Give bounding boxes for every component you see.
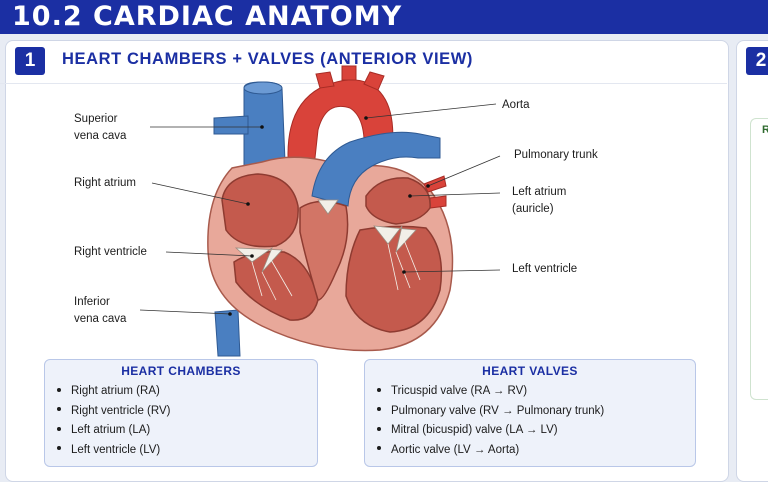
label-right-ventricle: Right ventricle	[74, 246, 147, 258]
heart-valves-box: HEART VALVES Tricuspid valve (RA → RV) P…	[364, 359, 696, 467]
section-title: HEART CHAMBERS + VALVES (ANTERIOR VIEW)	[62, 50, 474, 68]
bullet-icon	[57, 426, 61, 431]
label-left-ventricle: Left ventricle	[512, 263, 578, 275]
tricuspid-valve	[234, 246, 283, 273]
pulmonary-trunk	[311, 131, 441, 207]
leader-lines	[139, 103, 501, 315]
list-item: Mitral (bicuspid) valve (LA → LV)	[375, 421, 604, 441]
next-section-number-badge: 2	[746, 47, 768, 75]
bullet-icon	[377, 407, 381, 412]
inferior-vena-cava	[214, 309, 241, 357]
pulmonary-valve	[317, 199, 339, 215]
label-inferior-vena-cava-2: vena cava	[74, 313, 127, 325]
heart-chambers-title: HEART CHAMBERS	[121, 364, 241, 378]
bullet-icon	[57, 446, 61, 451]
pulmonary-vein-2	[429, 195, 447, 209]
left-atrium-cavity	[365, 177, 431, 225]
chordae-tendineae	[251, 239, 421, 301]
mitral-valve	[373, 225, 417, 254]
bullet-icon	[377, 387, 381, 392]
heart-valves-title: HEART VALVES	[482, 364, 578, 378]
leader-dots	[228, 116, 430, 316]
heart-chambers-list: Right atrium (RA) Right ventricle (RV) L…	[55, 382, 171, 460]
heart-chambers-box: HEART CHAMBERS Right atrium (RA) Right v…	[44, 359, 318, 467]
label-left-atrium-1: Left atrium	[512, 186, 567, 198]
pulmonary-vein	[423, 175, 447, 193]
page-title: 10.2 CARDIAC ANATOMY	[12, 1, 403, 32]
list-item: Pulmonary valve (RV → Pulmonary trunk)	[375, 402, 604, 422]
label-aorta: Aorta	[502, 99, 530, 111]
next-section-card	[750, 118, 768, 400]
svc-branch	[213, 115, 249, 135]
aorta-branch-1	[315, 71, 335, 89]
page-header: 10.2 CARDIAC ANATOMY	[0, 0, 768, 34]
heart-valves-list: Tricuspid valve (RA → RV) Pulmonary valv…	[375, 382, 604, 460]
label-superior-vena-cava-1: Superior	[74, 113, 118, 125]
bullet-icon	[57, 387, 61, 392]
right-atrium-cavity	[221, 173, 299, 248]
aorta-branch-3	[363, 71, 385, 91]
svc-opening	[243, 81, 283, 95]
left-ventricle-cavity	[345, 225, 443, 333]
bullet-icon	[377, 426, 381, 431]
list-item: Left atrium (LA)	[55, 421, 171, 441]
bullet-icon	[377, 446, 381, 451]
list-item: Aortic valve (LV → Aorta)	[375, 441, 604, 461]
heart-diagram	[139, 65, 501, 357]
label-superior-vena-cava-2: vena cava	[74, 130, 127, 142]
aorta-branch-2	[341, 65, 357, 81]
label-right-atrium: Right atrium	[74, 177, 136, 189]
next-section-card-label: R	[762, 124, 768, 136]
bullet-icon	[57, 407, 61, 412]
list-item: Right ventricle (RV)	[55, 402, 171, 422]
list-item: Left ventricle (LV)	[55, 441, 171, 461]
list-item: Right atrium (RA)	[55, 382, 171, 402]
label-inferior-vena-cava-1: Inferior	[74, 296, 110, 308]
label-pulmonary-trunk: Pulmonary trunk	[514, 149, 598, 161]
section-number-badge: 1	[15, 47, 45, 75]
label-left-atrium-2: (auricle)	[512, 203, 554, 215]
list-item: Tricuspid valve (RA → RV)	[375, 382, 604, 402]
